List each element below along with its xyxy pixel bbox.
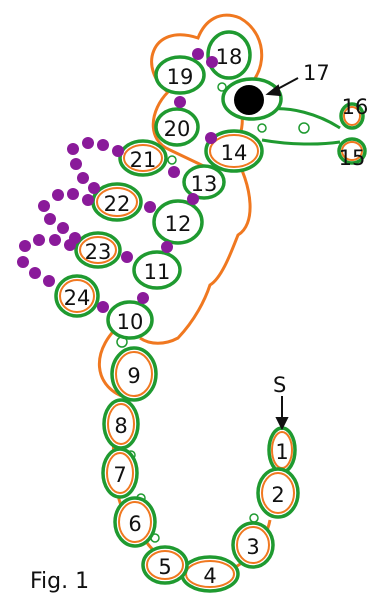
ring-10	[106, 300, 154, 340]
ring-label: 23	[85, 240, 112, 264]
start-label: S	[273, 373, 286, 397]
ring-label: 16	[342, 95, 369, 119]
ring-24-inner	[59, 279, 95, 313]
ring-label: 3	[246, 535, 259, 559]
ring-3-inner	[236, 526, 270, 564]
ring-23-inner	[79, 236, 117, 264]
ring-label: 2	[271, 483, 284, 507]
start-arrow-head	[275, 417, 289, 431]
ring-label: 5	[158, 555, 171, 579]
beads	[17, 48, 218, 313]
ring-12	[152, 199, 204, 245]
ring-label: 4	[203, 564, 216, 588]
ring-label: 7	[113, 463, 126, 487]
eye-bead-17	[234, 85, 264, 115]
ring-label: 20	[164, 117, 191, 141]
ring-14-inner	[209, 134, 259, 168]
ring-6-inner	[118, 501, 152, 543]
ring-15-inner	[341, 141, 363, 161]
pointer-arrow-17-head	[265, 84, 282, 97]
ring-label: 22	[104, 192, 131, 216]
ring-label: 1	[275, 440, 288, 464]
ring-label: 11	[144, 260, 171, 284]
figure-caption: Fig. 1	[30, 569, 89, 594]
ring-9-inner	[115, 351, 153, 397]
ring-5-inner	[146, 550, 184, 580]
ring-16-inner	[343, 106, 361, 126]
ring-2-inner	[261, 472, 295, 514]
ring-22-inner	[96, 187, 138, 217]
ring-label: 15	[339, 146, 366, 170]
right-chain-outline	[139, 149, 252, 345]
ring-21-inner	[123, 144, 163, 172]
ring-label: 18	[216, 45, 243, 69]
ring-labels: 1 2 3 4 5 6 7 8 9 10 11 12 13 14 15 16 1…	[64, 45, 369, 588]
ring-13	[182, 164, 226, 200]
ring-label: 24	[64, 286, 91, 310]
ring-label: 21	[130, 148, 157, 172]
arrows	[265, 77, 299, 431]
ring-20	[154, 107, 200, 147]
ring-label: 19	[167, 65, 194, 89]
ring-label: 13	[191, 172, 218, 196]
ring-8-inner	[107, 403, 135, 445]
ring-label: 8	[114, 414, 127, 438]
pointer-label-17: 17	[303, 61, 330, 85]
ring-11	[132, 250, 182, 290]
ring-label: 12	[165, 212, 192, 236]
ring-label: 10	[117, 310, 144, 334]
ring-label: 14	[221, 141, 248, 165]
ring-label: 6	[128, 512, 141, 536]
ring-19	[154, 55, 206, 95]
ring-7-inner	[106, 452, 134, 494]
ring-18	[206, 30, 252, 80]
ring-label: 9	[127, 364, 140, 388]
